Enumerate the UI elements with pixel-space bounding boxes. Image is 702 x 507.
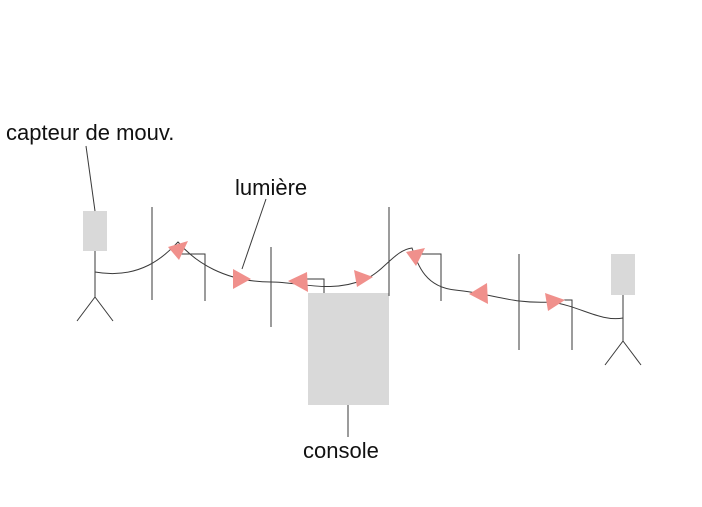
console-box	[308, 293, 389, 405]
motion-sensor-right	[611, 254, 635, 295]
light-triangle-icon	[354, 270, 373, 287]
light-triangle-icon	[233, 269, 251, 289]
label-leaders	[85, 145, 349, 437]
light-triangle-icon	[406, 248, 425, 266]
light-triangle-icon	[288, 272, 308, 292]
sensor-label: capteur de mouv.	[6, 120, 174, 145]
string-lights	[168, 241, 565, 311]
light-triangle-icon	[545, 293, 565, 311]
light-triangle-icon	[168, 241, 188, 260]
stick-figure-right-icon	[604, 295, 642, 366]
light-label: lumière	[235, 175, 307, 200]
stick-figure-left-icon	[76, 251, 114, 322]
light-triangle-icon	[469, 283, 488, 304]
light-poles	[151, 207, 573, 350]
motion-sensor-left	[83, 211, 107, 251]
console-label: console	[303, 438, 379, 463]
